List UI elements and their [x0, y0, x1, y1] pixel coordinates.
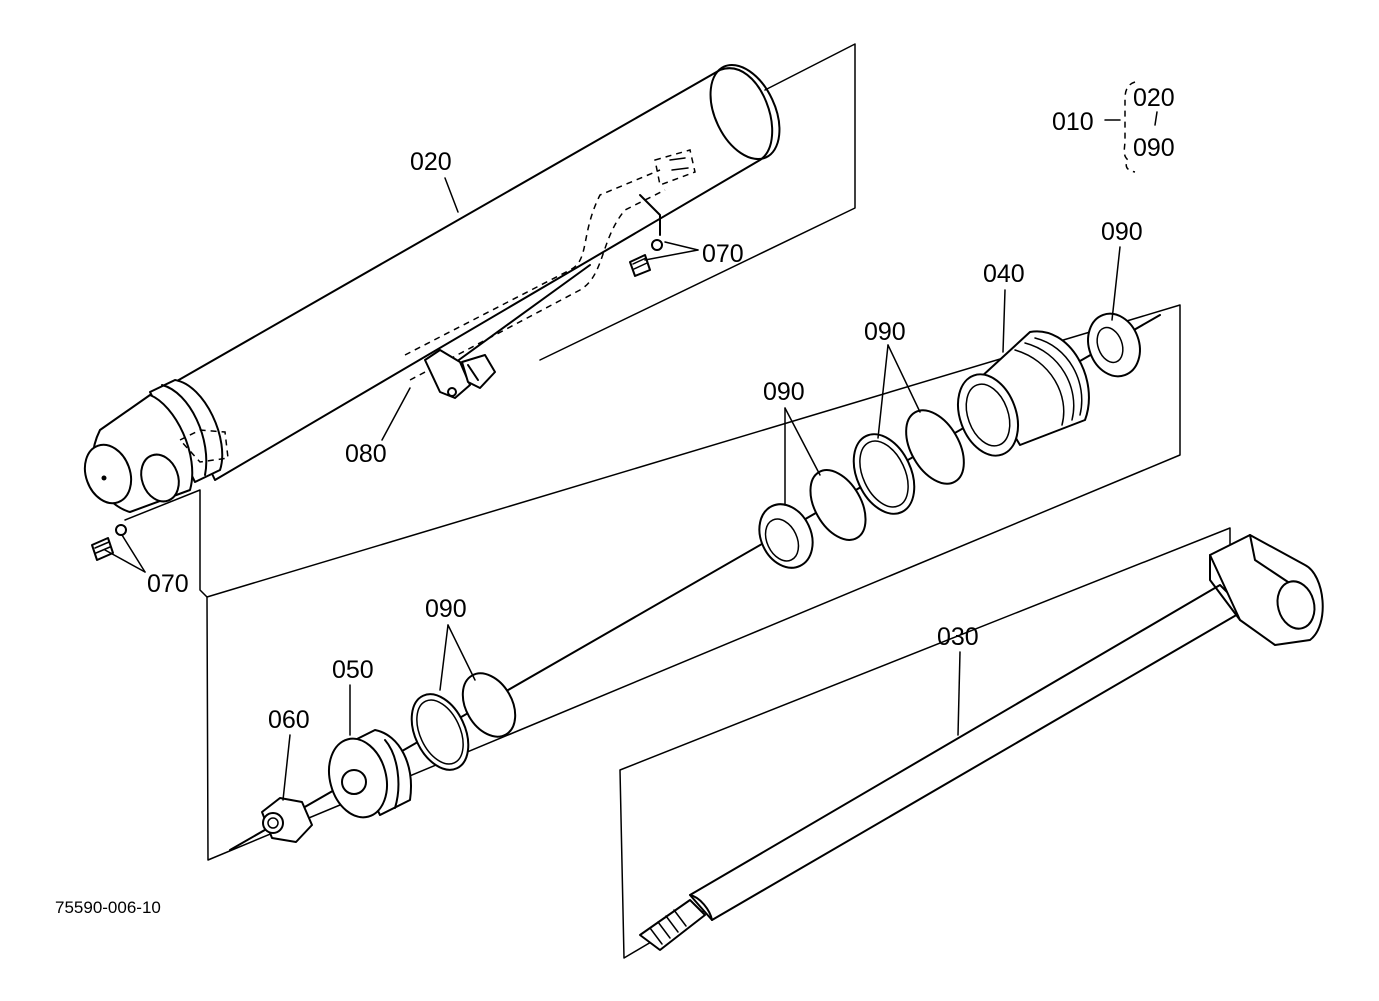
- piston-050: [328, 729, 412, 819]
- callout-piston: 050: [332, 656, 374, 684]
- gland-040: [957, 330, 1090, 457]
- legend-bracket: [1104, 81, 1158, 173]
- pipe-fitting-080: [424, 349, 496, 399]
- gland-seal-right: [1087, 312, 1141, 378]
- piston-plane: [206, 304, 1181, 861]
- callout-gland-seal-right-pair: 090: [864, 318, 906, 346]
- gland-ring-pair: [758, 469, 867, 569]
- callout-barrel: 020: [410, 148, 452, 176]
- legend-assembly: 010: [1052, 108, 1094, 136]
- callout-port-fitting-left: 070: [147, 570, 189, 598]
- callout-nut: 060: [268, 706, 310, 734]
- legend-part-b: 090: [1133, 134, 1175, 162]
- nut-060: [261, 797, 313, 843]
- callout-rod: 030: [937, 623, 979, 651]
- piston-ring-pair: [410, 672, 517, 771]
- gland-seal-right-pair: [852, 409, 965, 515]
- barrel-plane: [124, 43, 856, 598]
- drawing-code: 75590-006-10: [55, 898, 161, 917]
- callout-piston-ring-pair: 090: [425, 595, 467, 623]
- cylinder-barrel: [83, 63, 781, 513]
- callout-gland: 040: [983, 260, 1025, 288]
- callout-pipe-fitting: 080: [345, 440, 387, 468]
- port-fitting-left: [91, 524, 127, 561]
- callout-gland-ring-pair: 090: [763, 378, 805, 406]
- callout-gland-seal-right: 090: [1101, 218, 1143, 246]
- piston-rod-030: [639, 534, 1324, 951]
- legend-part-a: 020: [1133, 84, 1175, 112]
- callout-port-fitting-right: 070: [702, 240, 744, 268]
- leader-lines: [104, 177, 1121, 801]
